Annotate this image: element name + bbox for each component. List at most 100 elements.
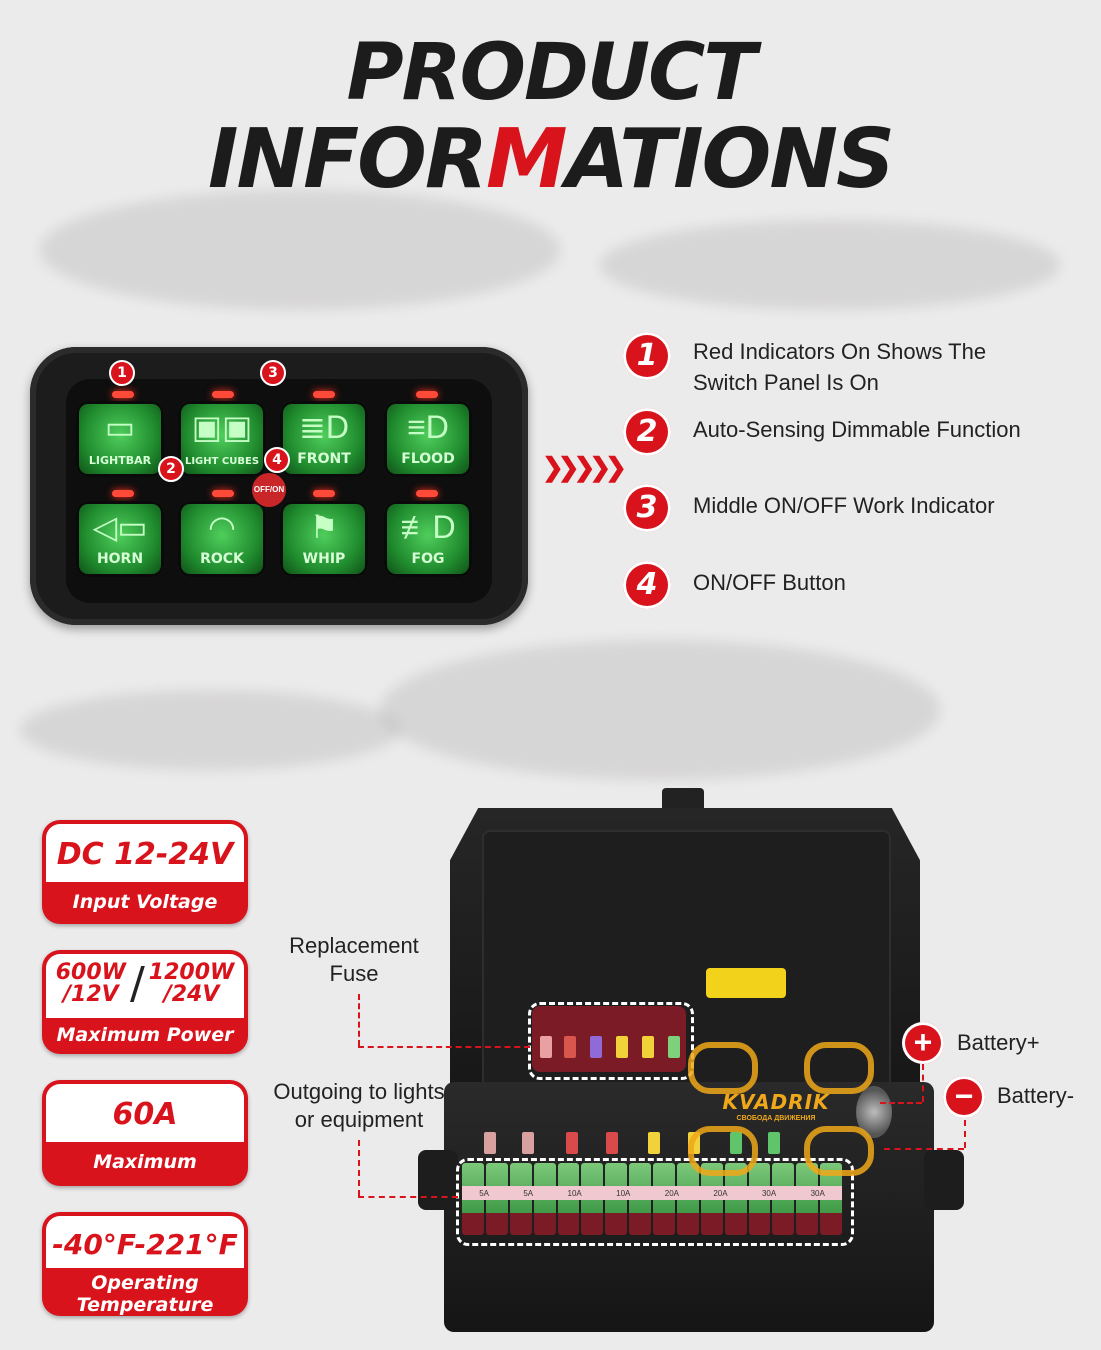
- fuse-rating: 30A: [810, 1188, 825, 1198]
- spare-fuse-holder: [532, 1006, 686, 1072]
- red-indicator-led: [212, 490, 234, 497]
- spare-fuse: [590, 1036, 602, 1058]
- leader-line: [880, 1102, 922, 1104]
- spec-value: 600W /12V / 1200W /24V: [46, 954, 244, 1018]
- installed-fuse: [606, 1132, 618, 1154]
- replacement-fuse-highlight: [528, 1002, 694, 1080]
- fuse-rating: 5A: [523, 1188, 534, 1198]
- output-terminals-highlight: [456, 1158, 854, 1246]
- spare-fuse: [642, 1036, 654, 1058]
- fuse-rating: 30A: [761, 1188, 777, 1198]
- switch-lightbar[interactable]: ▭ LIGHTBAR: [76, 401, 164, 477]
- spec-label: Maximum Power: [56, 1024, 234, 1046]
- page-title-line2: INFORMATIONS: [0, 112, 1101, 207]
- feature-number-badge: 3: [623, 484, 671, 532]
- switch-front[interactable]: ≣D FRONT: [280, 401, 368, 477]
- switch-horn[interactable]: ◁▭ HORN: [76, 501, 164, 577]
- tire-ring: [804, 1126, 874, 1176]
- title-accent-letter: M: [485, 112, 568, 207]
- feature-text: Auto-Sensing Dimmable Function: [693, 417, 1021, 442]
- horn-icon: ◁▭: [92, 509, 148, 545]
- leader-line: [964, 1120, 966, 1148]
- mounting-ear: [418, 1150, 458, 1210]
- background-brush-stroke: [380, 640, 940, 780]
- red-indicator-led: [112, 490, 134, 497]
- leader-line: [358, 1046, 530, 1048]
- rock-light-icon: ◠: [208, 509, 236, 545]
- leader-line: [884, 1148, 964, 1150]
- whip-flag-icon: ⚑: [309, 509, 339, 545]
- watermark-brand: KVADRIK: [722, 1090, 830, 1114]
- spec-input-voltage: DC 12-24V Input Voltage: [42, 820, 248, 924]
- red-indicator-led: [212, 391, 234, 398]
- installed-fuse: [484, 1132, 496, 1154]
- title-part: ATIONS: [565, 112, 895, 207]
- mounting-ear: [924, 1150, 964, 1210]
- red-indicator-led: [416, 490, 438, 497]
- leader-line: [358, 994, 360, 1046]
- onoff-button[interactable]: OFF/ON: [252, 473, 286, 507]
- callout-line: Fuse: [329, 961, 379, 986]
- feature-number-badge: 2: [623, 408, 671, 456]
- spec-operating-temperature: -40°F-221°F Operating Temperature: [42, 1212, 248, 1316]
- slash-divider: /: [129, 958, 145, 1009]
- fuse-rating: 5A: [479, 1188, 489, 1198]
- fog-light-icon: ≢D: [400, 509, 456, 545]
- tire-ring: [804, 1042, 874, 1094]
- leader-line: [358, 1140, 360, 1196]
- lightbar-icon: ▭: [104, 409, 136, 445]
- flood-icon: ≡D: [407, 409, 449, 445]
- switch-label: ROCK: [200, 551, 244, 567]
- feature-number-badge: 4: [623, 561, 671, 609]
- arrows-icon: ❯❯❯❯❯: [542, 452, 627, 482]
- switch-label: FOG: [411, 551, 445, 567]
- fuse-rating: 20A: [713, 1188, 728, 1198]
- spec-maximum-current: 60A Maximum: [42, 1080, 248, 1186]
- feature-text: ON/OFF Button: [693, 570, 846, 595]
- power-24v-unit: /24V: [163, 981, 220, 1007]
- spec-value: -40°F-221°F: [46, 1216, 244, 1268]
- spec-label-line1: Operating: [91, 1272, 199, 1294]
- switch-label: LIGHT CUBES: [184, 456, 260, 467]
- spec-label: Input Voltage: [72, 891, 218, 913]
- power-24v-value: 1200W: [148, 959, 235, 985]
- spare-fuse: [668, 1036, 680, 1058]
- marker-1: 1: [109, 360, 135, 386]
- red-indicator-led: [313, 391, 335, 398]
- outgoing-callout: Outgoing to lights or equipment: [248, 1078, 470, 1134]
- installed-fuse: [768, 1132, 780, 1154]
- installed-fuse: [566, 1132, 578, 1154]
- switch-flood[interactable]: ≡D FLOOD: [384, 401, 472, 477]
- leader-line: [922, 1064, 924, 1102]
- battery-plus-label: Battery+: [957, 1030, 1040, 1055]
- switch-light-cubes[interactable]: ▣▣ LIGHT CUBES: [178, 401, 266, 477]
- brand-watermark: KVADRIK СВОБОДА ДВИЖЕНИЯ: [684, 1040, 874, 1176]
- red-indicator-led: [416, 391, 438, 398]
- feature-text: Middle ON/OFF Work Indicator: [693, 493, 995, 518]
- spec-label-line2: Temperature: [76, 1294, 214, 1316]
- spec-label: Maximum: [93, 1151, 197, 1173]
- fuse-rating-strip: 5A 5A 10A 10A 20A 20A 30A 30A: [462, 1186, 842, 1200]
- replacement-fuse-callout: Replacement Fuse: [268, 932, 440, 988]
- switch-panel: ▭ LIGHTBAR ▣▣ LIGHT CUBES ≣D FRONT ≡D FL…: [30, 347, 528, 625]
- spare-fuse: [540, 1036, 552, 1058]
- switch-fog[interactable]: ≢D FOG: [384, 501, 472, 577]
- power-12v-value: 600W: [55, 959, 126, 985]
- feature-text: Red Indicators On Shows The Switch Panel…: [693, 339, 987, 395]
- watermark-tagline: СВОБОДА ДВИЖЕНИЯ: [736, 1115, 816, 1122]
- spec-value: DC 12-24V: [46, 824, 244, 882]
- light-cubes-icon: ▣▣: [191, 409, 253, 445]
- background-brush-stroke: [600, 220, 1060, 310]
- callout-line: or equipment: [294, 1107, 424, 1132]
- switch-label: FRONT: [297, 451, 351, 467]
- callout-line: Outgoing to lights: [273, 1079, 445, 1104]
- spare-fuse: [616, 1036, 628, 1058]
- switch-rock[interactable]: ◠ ROCK: [178, 501, 266, 577]
- battery-plus-icon: +: [902, 1022, 944, 1064]
- switch-whip[interactable]: ⚑ WHIP: [280, 501, 368, 577]
- red-indicator-led: [112, 391, 134, 398]
- title-part: INFOR: [207, 112, 488, 207]
- installed-fuse: [648, 1132, 660, 1154]
- battery-minus-label: Battery-: [997, 1083, 1075, 1108]
- switch-label: LIGHTBAR: [88, 454, 152, 467]
